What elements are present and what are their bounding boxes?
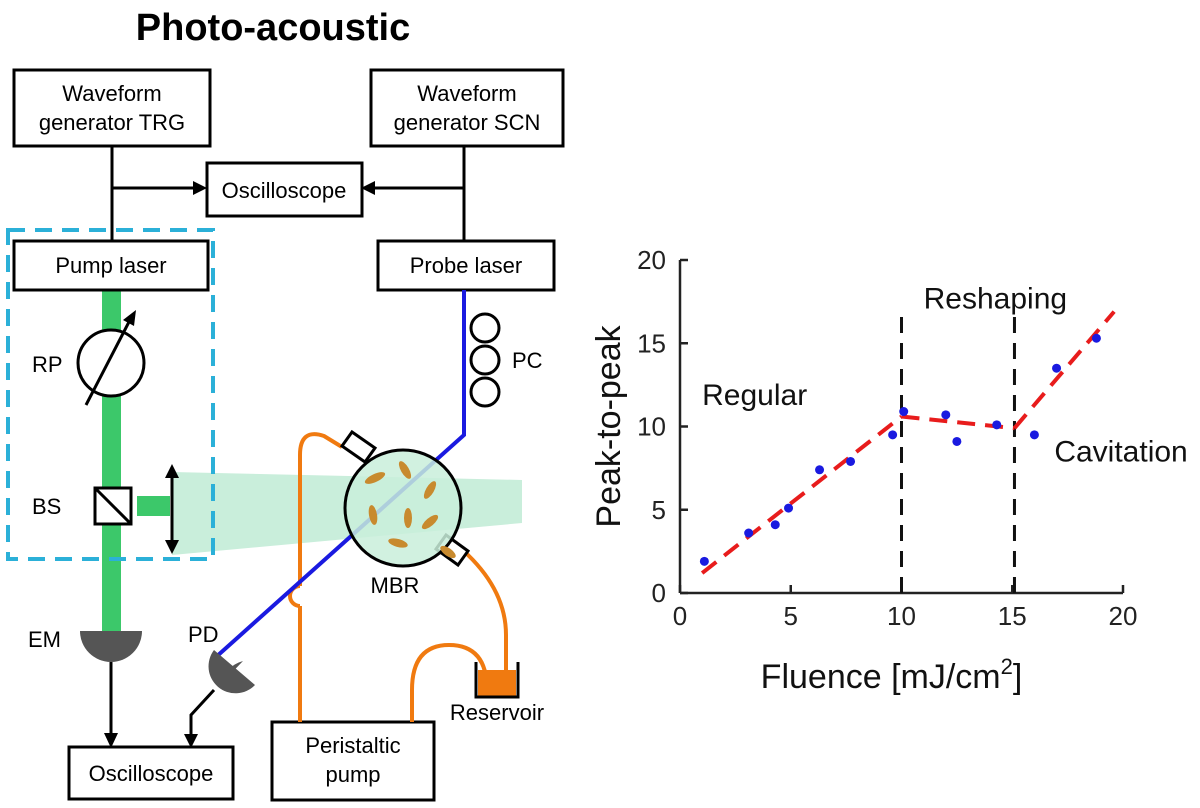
rotating-polarizer-icon	[76, 310, 146, 406]
arrow-head-right	[361, 181, 375, 195]
pump-beam-horizontal	[137, 496, 170, 516]
arrow-head-down	[104, 733, 118, 748]
svg-text:Waveform: Waveform	[62, 81, 161, 106]
x-tick-label: 20	[1109, 601, 1138, 631]
y-axis-label: Peak-to-peak	[590, 324, 628, 527]
fit-segment	[1012, 310, 1116, 430]
fluence-chart: 0 5 10 15 20 0 5 10 15 20 Fluence [mJ/cm2] Peak-to…	[590, 245, 1188, 696]
label-pd: PD	[188, 622, 219, 647]
data-point	[744, 528, 754, 538]
box-waveform-trg: Waveform generator TRG	[12, 68, 212, 148]
box-pump-laser: Pump laser	[12, 239, 210, 292]
svg-text:Oscilloscope: Oscilloscope	[222, 178, 347, 203]
region-label: Cavitation	[1054, 435, 1187, 468]
data-point	[941, 410, 951, 420]
label-rp: RP	[32, 352, 63, 377]
setup-diagram: Waveform generator TRG Waveform generato…	[6, 68, 565, 802]
data-point	[784, 503, 794, 513]
box-oscilloscope-bottom: Oscilloscope	[67, 745, 235, 801]
fluid-tubing	[288, 432, 508, 722]
label-bs: BS	[32, 494, 61, 519]
svg-text:generator SCN: generator SCN	[394, 110, 541, 135]
data-point	[899, 407, 909, 417]
data-point	[888, 430, 898, 440]
svg-text:generator TRG: generator TRG	[39, 110, 185, 135]
label-mbr: MBR	[371, 573, 420, 598]
svg-text:Waveform: Waveform	[417, 81, 516, 106]
lens-double-arrow-icon	[165, 464, 179, 554]
fit-line	[700, 310, 1116, 575]
x-axis-label: Fluence [mJ/cm2]	[761, 654, 1023, 696]
probe-beam	[214, 290, 466, 659]
data-point	[846, 456, 856, 466]
chart-labels: Fluence [mJ/cm2] Peak-to-peak Regular Resha…	[590, 282, 1188, 696]
region-label: Reshaping	[924, 282, 1067, 315]
data-point	[699, 556, 709, 566]
dashed-module-box	[6, 228, 215, 561]
label-reservoir: Reservoir	[450, 700, 544, 725]
data-points	[699, 333, 1101, 566]
y-tick-label: 5	[652, 495, 666, 525]
beam-splitter-icon	[93, 486, 133, 526]
figure-title: Photo-acoustic	[136, 7, 410, 49]
svg-text:Probe laser: Probe laser	[410, 253, 523, 278]
data-point	[952, 436, 962, 446]
reservoir-icon	[474, 662, 520, 699]
y-tick-label: 0	[652, 578, 666, 608]
box-waveform-scn: Waveform generator SCN	[369, 68, 565, 148]
chart-axes: 0 5 10 15 20 0 5 10 15 20	[637, 245, 1137, 631]
y-tick-label: 10	[637, 412, 666, 442]
label-pc: PC	[512, 348, 543, 373]
polarization-controller-icon	[469, 312, 501, 408]
y-tick-label: 15	[637, 328, 666, 358]
energy-meter-icon	[80, 631, 142, 662]
y-tick-label: 20	[637, 245, 666, 275]
x-tick-label: 0	[673, 601, 687, 631]
arrow-head-down-pd	[184, 734, 198, 748]
box-oscilloscope-top: Oscilloscope	[205, 161, 364, 218]
label-em: EM	[28, 627, 61, 652]
box-probe-laser: Probe laser	[376, 239, 556, 292]
arrow-head-left	[193, 181, 207, 195]
wire-pd-to-oscilloscope	[189, 688, 216, 738]
svg-text:Pump laser: Pump laser	[55, 253, 166, 278]
data-point	[992, 420, 1002, 430]
x-tick-label: 5	[784, 601, 798, 631]
x-tick-label: 10	[887, 601, 916, 631]
data-point	[1029, 430, 1039, 440]
data-point	[1052, 363, 1062, 373]
data-point	[770, 520, 780, 530]
mbr-chamber-icon	[339, 429, 471, 568]
photodiode-dish-icon	[208, 650, 255, 694]
x-tick-label: 15	[998, 601, 1027, 631]
box-peristaltic-pump: Peristaltic pump	[270, 720, 436, 802]
region-label: Regular	[702, 379, 807, 412]
regime-boundaries	[900, 316, 1016, 593]
data-point	[1091, 333, 1101, 343]
svg-text:Peristaltic: Peristaltic	[305, 733, 400, 758]
svg-text:pump: pump	[325, 762, 380, 787]
fit-segment	[700, 414, 903, 575]
data-point	[815, 465, 825, 475]
svg-text:Oscilloscope: Oscilloscope	[89, 761, 214, 786]
